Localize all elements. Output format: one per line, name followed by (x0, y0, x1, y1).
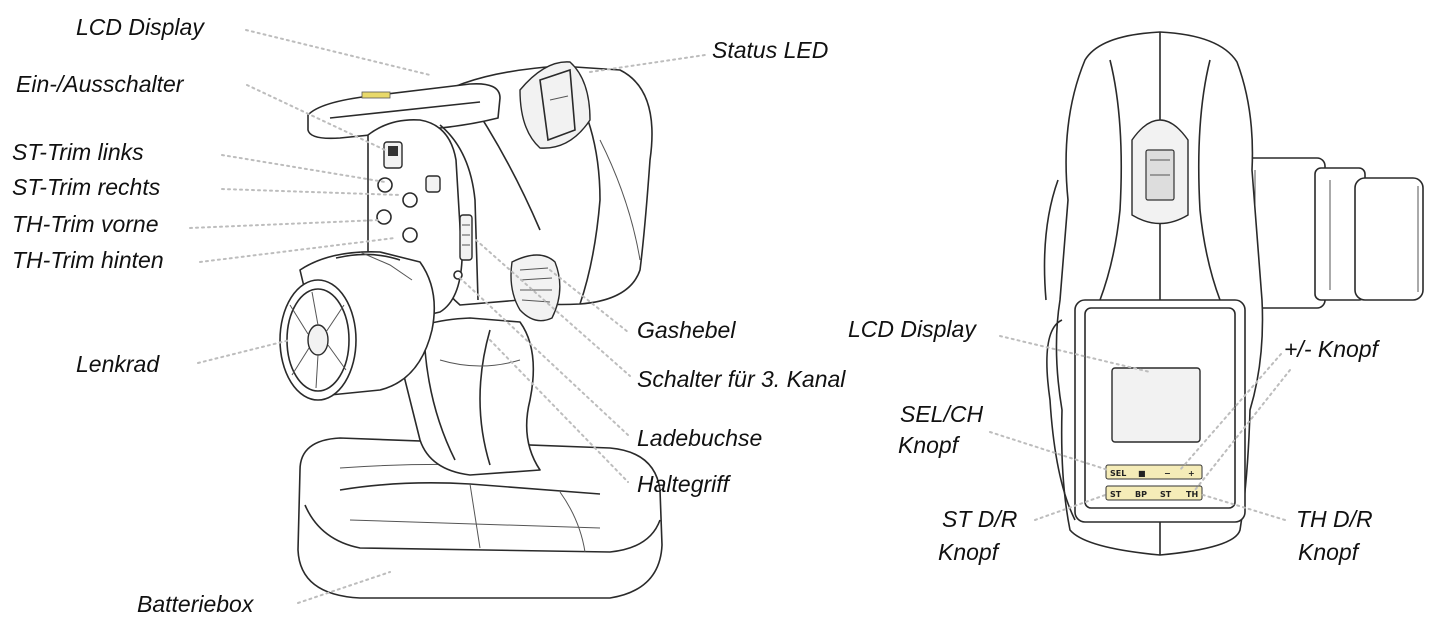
label-st-trim-left: ST-Trim links (12, 139, 144, 165)
leader-lines (189, 29, 1291, 604)
label-th-dr-line2: Knopf (1298, 539, 1361, 565)
lcd-bar-drawing (307, 82, 501, 140)
label-power-switch: Ein-/Ausschalter (16, 71, 185, 97)
label-status-led: Status LED (712, 37, 828, 63)
label-st-dr-line2: Knopf (938, 539, 1001, 565)
panel-btn-th: TH (1186, 490, 1198, 499)
panel-button-row-2: ST BP ST TH (1110, 490, 1198, 499)
panel-btn-bp: BP (1135, 490, 1147, 499)
label-lcd-display-side: LCD Display (76, 14, 205, 40)
main-body-drawing (429, 61, 653, 306)
top-view-wheel-drawing (1244, 157, 1424, 309)
label-lcd-display-top: LCD Display (848, 316, 977, 342)
label-grip: Haltegriff (637, 471, 732, 497)
panel-btn-minus: − (1164, 469, 1171, 478)
grip-drawing (394, 317, 541, 476)
label-plus-minus-button: +/- Knopf (1284, 336, 1381, 362)
labels-right: LCD Display +/- Knopf SEL/CH Knopf ST D/… (848, 316, 1381, 565)
transmitter-top-view: SEL ■ − + ST BP ST TH (1043, 31, 1424, 556)
labels-left: LCD Display Status LED Ein-/Ausschalter … (12, 14, 846, 617)
panel-button-row-1: SEL ■ − + (1110, 469, 1195, 478)
panel-btn-st2: ST (1160, 490, 1172, 499)
label-st-dr-line1: ST D/R (942, 506, 1017, 532)
label-st-trim-right: ST-Trim rechts (12, 174, 161, 200)
panel-btn-st: ST (1110, 490, 1122, 499)
transmitter-side-view (279, 61, 663, 599)
label-battery-box: Batteriebox (137, 591, 255, 617)
panel-btn-sel: SEL (1110, 469, 1126, 478)
label-steering-wheel: Lenkrad (76, 351, 160, 377)
steering-wheel-drawing (279, 251, 436, 401)
label-sel-ch-line1: SEL/CH (900, 401, 983, 427)
label-th-dr-line1: TH D/R (1296, 506, 1373, 532)
label-th-trim-rear: TH-Trim hinten (12, 247, 164, 273)
panel-btn-square: ■ (1138, 469, 1146, 478)
label-throttle-trigger: Gashebel (637, 317, 736, 343)
label-th-trim-front: TH-Trim vorne (12, 211, 159, 237)
panel-btn-plus: + (1188, 469, 1195, 478)
label-ch3-switch: Schalter für 3. Kanal (637, 366, 846, 392)
battery-box-drawing (297, 437, 663, 599)
label-sel-ch-line2: Knopf (898, 432, 961, 458)
top-view-lcd-panel-drawing (1074, 299, 1246, 523)
label-charging-socket: Ladebuchse (637, 425, 762, 451)
